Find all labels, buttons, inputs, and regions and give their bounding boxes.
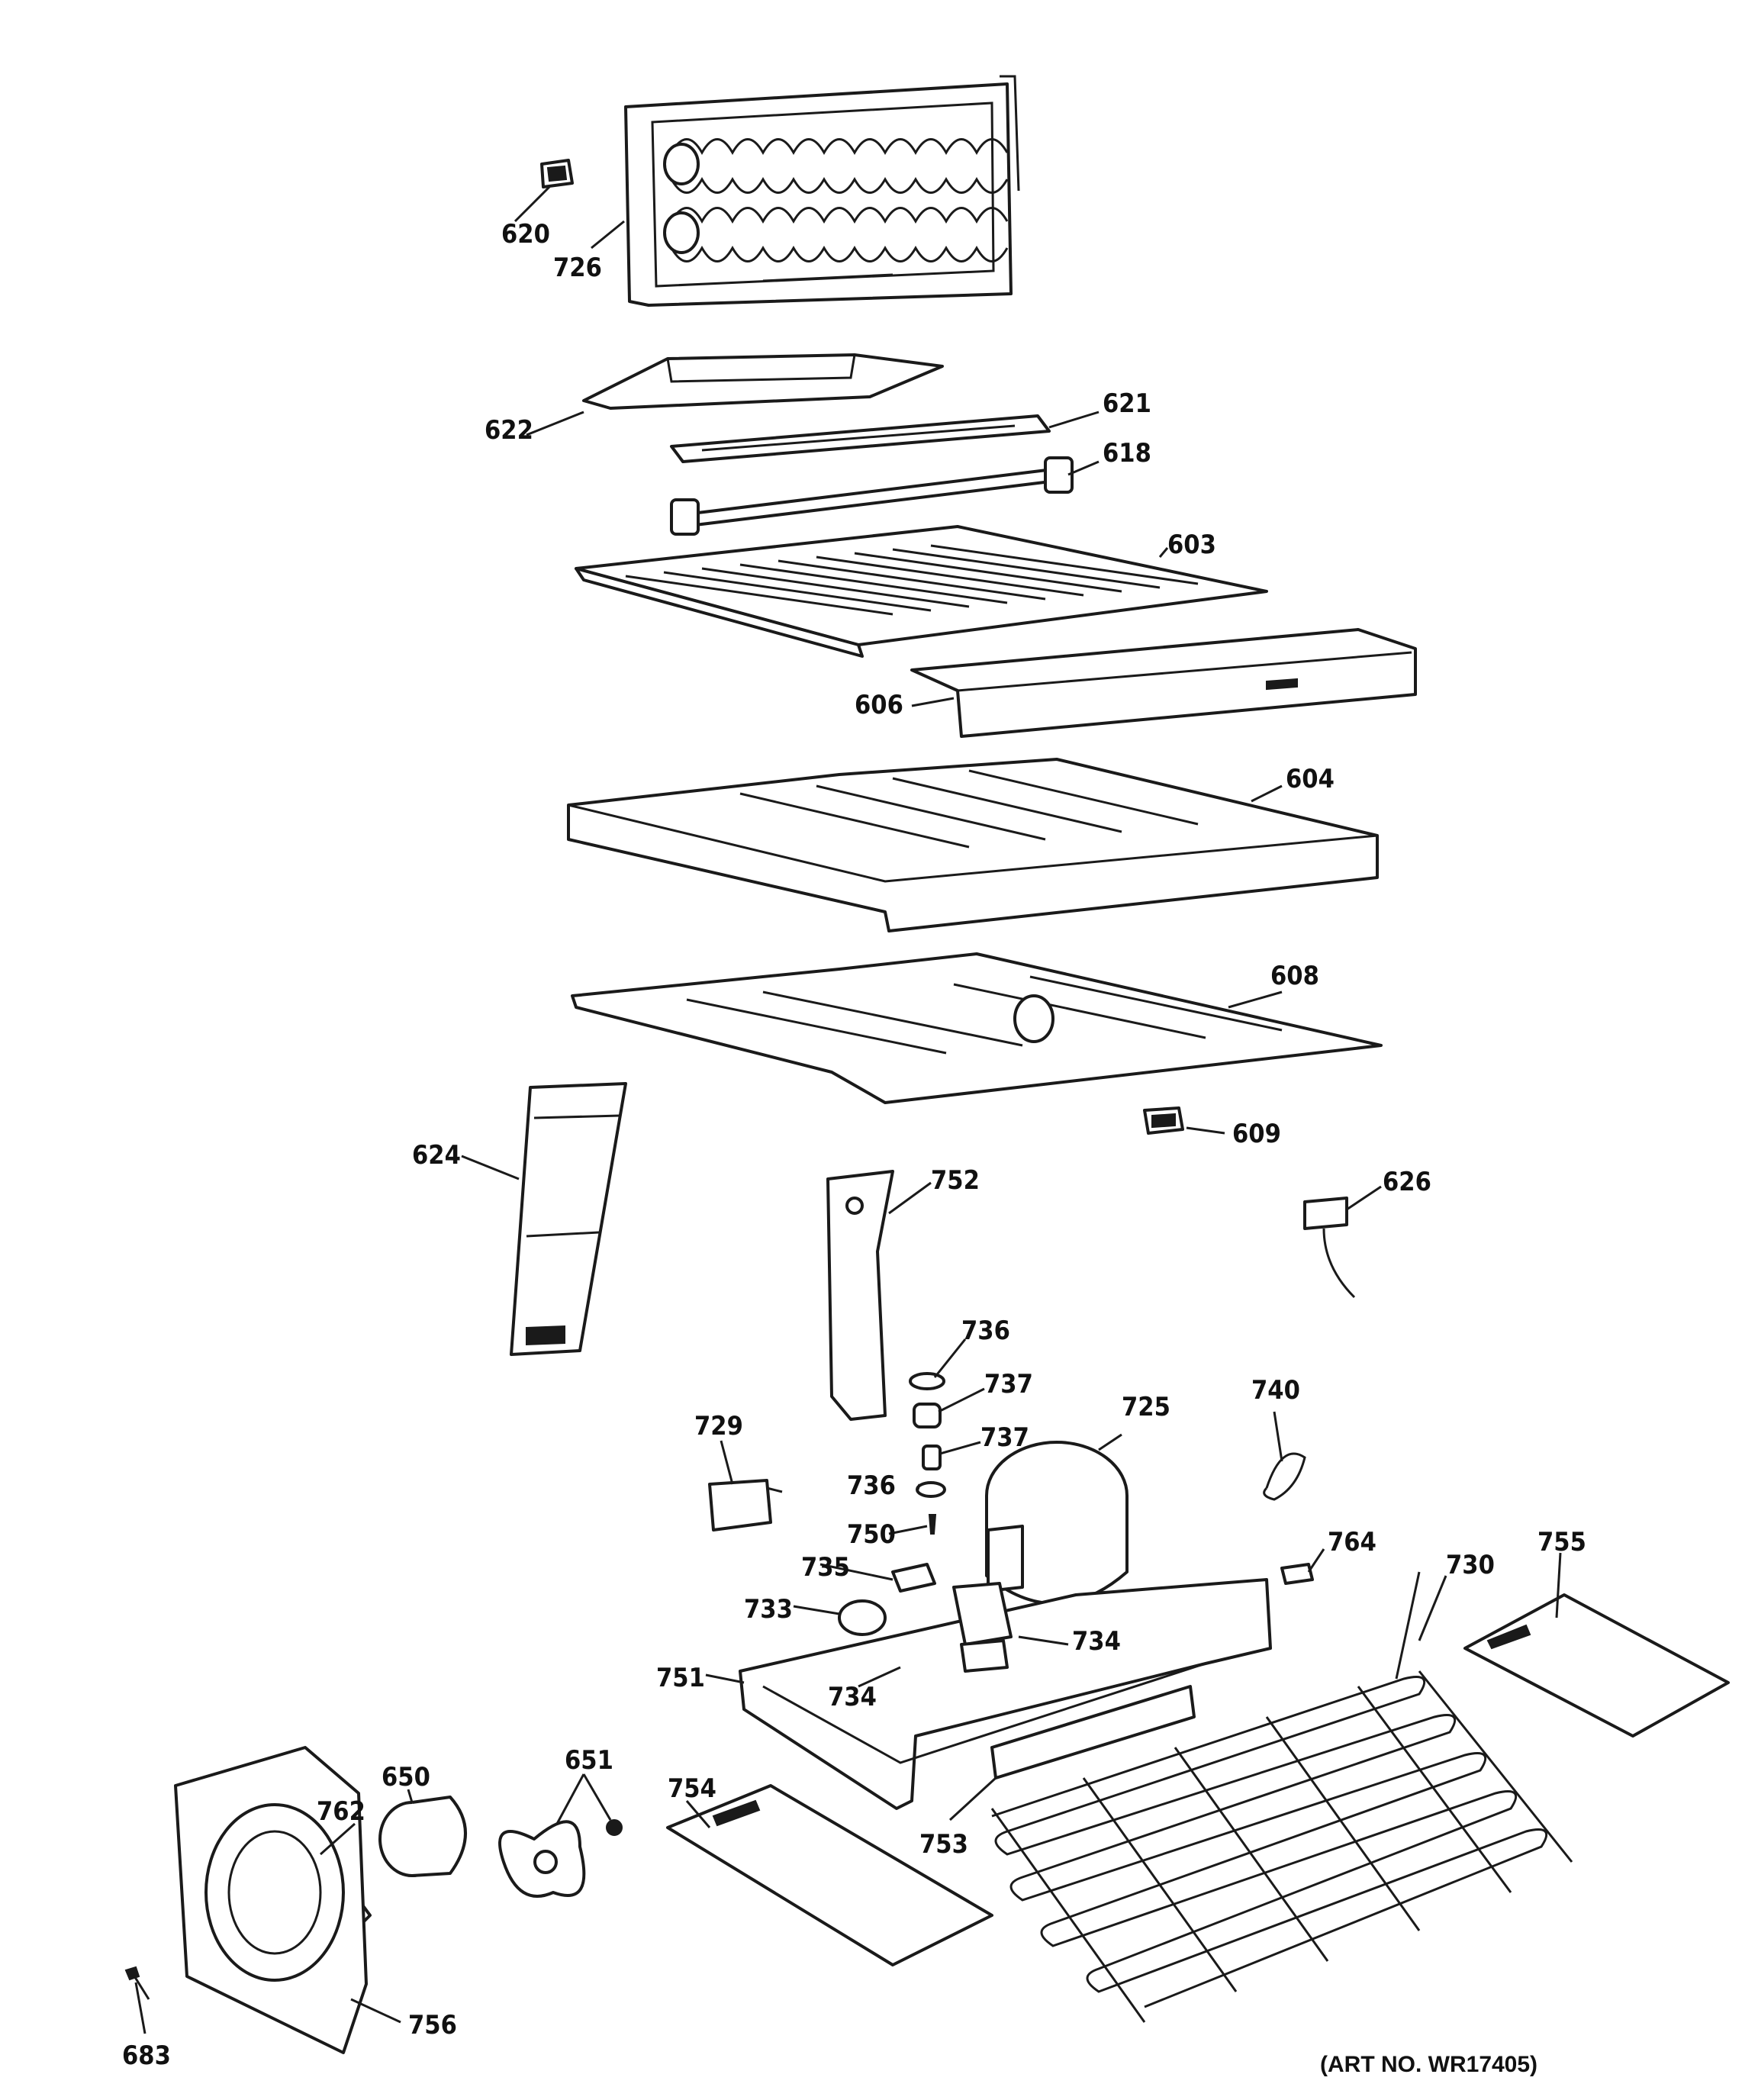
shelf-603 <box>575 525 1268 658</box>
panel-754 <box>666 1784 993 1966</box>
callout-750: 750 <box>847 1519 896 1550</box>
callout-651: 651 <box>565 1745 613 1776</box>
panel-755 <box>1463 1593 1730 1738</box>
callout-734-left: 734 <box>828 1682 877 1712</box>
callout-729: 729 <box>694 1411 743 1441</box>
screw-683 <box>124 1966 150 2000</box>
callout-752: 752 <box>931 1165 980 1196</box>
callout-683: 683 <box>122 2040 171 2071</box>
callout-labels: 620 726 622 621 618 603 606 604 608 609 … <box>122 219 1586 2071</box>
callout-733: 733 <box>744 1594 793 1625</box>
duct-624 <box>510 1082 627 1356</box>
callout-603: 603 <box>1167 530 1216 560</box>
callout-608: 608 <box>1270 961 1319 991</box>
callout-735: 735 <box>801 1552 850 1583</box>
duct-cover-606 <box>910 628 1417 738</box>
base-751 <box>739 1578 1272 1810</box>
shelf-604 <box>567 758 1379 932</box>
washer-736-lower <box>916 1481 946 1498</box>
callout-609: 609 <box>1232 1119 1281 1149</box>
callout-626: 626 <box>1383 1167 1431 1197</box>
callout-737-lower: 737 <box>980 1422 1029 1453</box>
callout-736-lower: 736 <box>847 1470 896 1501</box>
art-number: (ART NO. WR17405) <box>1320 2052 1537 2077</box>
callout-756: 756 <box>408 2010 457 2040</box>
callout-650: 650 <box>382 1762 430 1792</box>
heater-618 <box>670 456 1074 536</box>
callout-618: 618 <box>1103 438 1151 469</box>
callout-624: 624 <box>412 1140 461 1171</box>
leader-lines <box>134 185 1562 2034</box>
screw-750 <box>928 1514 937 1535</box>
callout-725: 725 <box>1122 1392 1170 1422</box>
callout-737-upper: 737 <box>984 1369 1033 1399</box>
wire-740 <box>1263 1452 1306 1501</box>
callout-736-upper: 736 <box>961 1316 1010 1346</box>
callout-730: 730 <box>1446 1550 1495 1580</box>
callout-753: 753 <box>919 1829 968 1860</box>
callout-740: 740 <box>1251 1375 1300 1406</box>
grommet-736-upper <box>909 1372 945 1390</box>
fan-blade-651 <box>498 1820 586 1898</box>
damper-609 <box>1143 1106 1184 1135</box>
clip-620 <box>540 159 574 188</box>
callout-606: 606 <box>855 690 903 720</box>
bracket-752 <box>826 1170 894 1421</box>
callout-620: 620 <box>501 219 550 250</box>
callout-734-right: 734 <box>1072 1626 1121 1657</box>
bracket-621 <box>670 414 1051 463</box>
grommet-737-upper <box>913 1403 942 1428</box>
shroud-756 <box>174 1746 368 2054</box>
condenser-730 <box>990 1571 1573 2023</box>
fan-motor-650 <box>378 1796 467 1877</box>
callout-764: 764 <box>1328 1527 1376 1557</box>
callout-621: 621 <box>1103 388 1151 419</box>
callout-726: 726 <box>553 253 602 283</box>
overload-733 <box>838 1599 887 1636</box>
compressor-725 <box>985 1441 1129 1606</box>
callout-604: 604 <box>1286 764 1335 794</box>
shelf-608 <box>571 952 1383 1104</box>
callout-755: 755 <box>1537 1527 1586 1557</box>
evaporator-726 <box>624 75 1020 307</box>
channel-753 <box>990 1685 1196 1780</box>
callout-762: 762 <box>317 1796 365 1827</box>
nut-651 <box>606 1819 623 1836</box>
callout-622: 622 <box>485 415 533 446</box>
clip-764 <box>1280 1563 1314 1585</box>
bracket-735 <box>891 1563 936 1593</box>
relay-729 <box>708 1479 783 1532</box>
cover-622 <box>582 353 944 410</box>
sleeve-737-lower <box>922 1445 942 1470</box>
thermostat-626 <box>1303 1197 1356 1299</box>
callout-751: 751 <box>656 1663 705 1693</box>
callout-754: 754 <box>668 1773 716 1804</box>
